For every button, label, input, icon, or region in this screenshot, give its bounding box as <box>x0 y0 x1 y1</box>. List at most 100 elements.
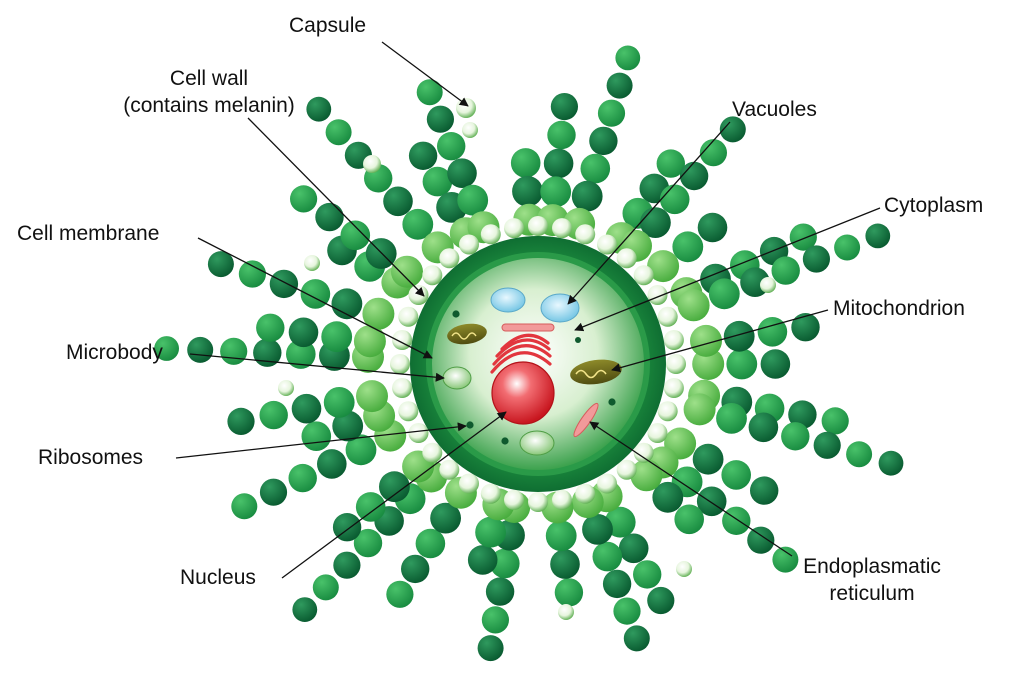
wall-bead <box>398 306 419 327</box>
wall-bead <box>633 265 654 286</box>
label-nucleus: Nucleus <box>180 566 256 589</box>
capsule-sphere <box>772 546 799 573</box>
wall-bead <box>597 473 617 494</box>
cell-wall-beads <box>390 216 686 512</box>
capsule-sphere <box>317 449 347 479</box>
capsule-sphere <box>726 348 758 380</box>
capsule-sphere <box>353 325 386 358</box>
wall-bead <box>552 489 572 510</box>
capsule-sphere <box>485 577 515 606</box>
capsule-sphere <box>422 166 453 197</box>
capsule-sphere <box>383 186 413 217</box>
capsule-small-sphere <box>676 561 692 577</box>
capsule-sphere <box>416 79 443 106</box>
label-cell-wall-line2: (contains melanin) <box>123 94 295 117</box>
capsule-sphere <box>290 185 318 213</box>
capsule-sphere <box>690 324 722 357</box>
capsule-sphere <box>672 231 704 263</box>
wall-bead <box>408 285 429 305</box>
capsule-sphere <box>402 208 434 240</box>
capsule-sphere <box>540 176 572 208</box>
leader-vacuoles <box>567 121 731 305</box>
capsule-sphere <box>154 336 180 361</box>
wall-bead <box>408 423 429 443</box>
capsule-sphere <box>550 93 579 121</box>
label-ribosomes: Ribosomes <box>38 446 144 469</box>
leader-mitochondrion <box>611 309 829 373</box>
label-cell-wall-line1: Cell wall <box>169 67 249 90</box>
capsule-sphere <box>481 606 509 634</box>
capsule-sphere <box>467 545 498 575</box>
capsule-sphere <box>652 481 684 513</box>
capsule-sphere <box>325 119 352 146</box>
capsule-small-sphere <box>278 380 294 396</box>
capsule-sphere <box>597 99 626 127</box>
vacuole-left <box>490 287 526 313</box>
capsule-small-sphere <box>363 155 381 173</box>
wall-bead <box>422 265 443 286</box>
label-cell-membrane: Cell membrane <box>17 222 160 245</box>
capsule-sphere <box>426 105 454 133</box>
capsule-sphere <box>656 149 685 178</box>
capsule-sphere <box>286 339 316 369</box>
capsule-sphere <box>630 459 663 492</box>
wall-bead <box>439 459 460 480</box>
wall-bead <box>422 442 443 463</box>
wall-bead <box>480 483 501 504</box>
capsule-sphere <box>708 278 740 310</box>
leader-cytoplasm <box>574 207 881 332</box>
capsule-sphere <box>606 72 633 99</box>
capsule-sphere <box>771 256 800 285</box>
capsule-sphere <box>602 569 632 599</box>
wall-bead <box>657 306 678 327</box>
capsule-sphere <box>510 148 541 178</box>
capsule-sphere <box>187 336 214 363</box>
capsule-sphere <box>821 407 849 435</box>
capsule-sphere <box>677 289 710 322</box>
capsule-sphere <box>475 516 506 548</box>
capsule-sphere <box>878 450 904 476</box>
wall-bead <box>480 224 501 245</box>
capsule-sphere <box>722 506 751 535</box>
capsule-sphere <box>545 520 577 552</box>
wall-bead <box>528 492 548 512</box>
leader-nucleus <box>281 411 507 579</box>
capsule-sphere <box>615 45 641 71</box>
leader-cell-wall <box>247 117 425 297</box>
capsule-sphere <box>259 400 288 430</box>
capsule-small-sphere <box>462 122 478 138</box>
capsule-sphere <box>391 255 423 288</box>
capsule-sphere <box>238 260 266 288</box>
capsule-sphere <box>332 410 364 442</box>
capsule-small-sphere <box>558 604 574 620</box>
capsule-sphere <box>747 526 775 554</box>
capsule-sphere <box>253 338 282 367</box>
capsule-sphere <box>379 471 410 503</box>
capsule-sphere <box>802 245 831 273</box>
capsule-sphere <box>207 251 234 278</box>
leader-ribosomes <box>175 422 467 459</box>
capsule-sphere <box>618 533 649 564</box>
capsule-sphere <box>401 554 430 584</box>
capsule-sphere <box>437 132 466 161</box>
capsule-sphere <box>788 400 817 429</box>
nucleus <box>491 361 555 425</box>
microbody-left <box>442 366 472 390</box>
capsule-sphere <box>353 528 383 558</box>
capsule-sphere <box>331 288 363 320</box>
capsule-sphere <box>834 234 861 261</box>
leader-cell-membrane <box>197 237 433 359</box>
wall-bead <box>633 442 654 463</box>
capsule-sphere <box>697 212 728 243</box>
wall-bead <box>439 248 460 269</box>
wall-bead <box>647 423 668 443</box>
wall-bead <box>657 401 678 422</box>
capsule-sphere <box>757 317 788 347</box>
label-cytoplasm: Cytoplasm <box>884 194 984 217</box>
wall-bead <box>597 234 617 255</box>
capsule-sphere <box>659 184 690 215</box>
capsule-sphere <box>301 421 332 452</box>
wall-bead <box>459 234 479 255</box>
capsule-sphere <box>633 560 662 589</box>
